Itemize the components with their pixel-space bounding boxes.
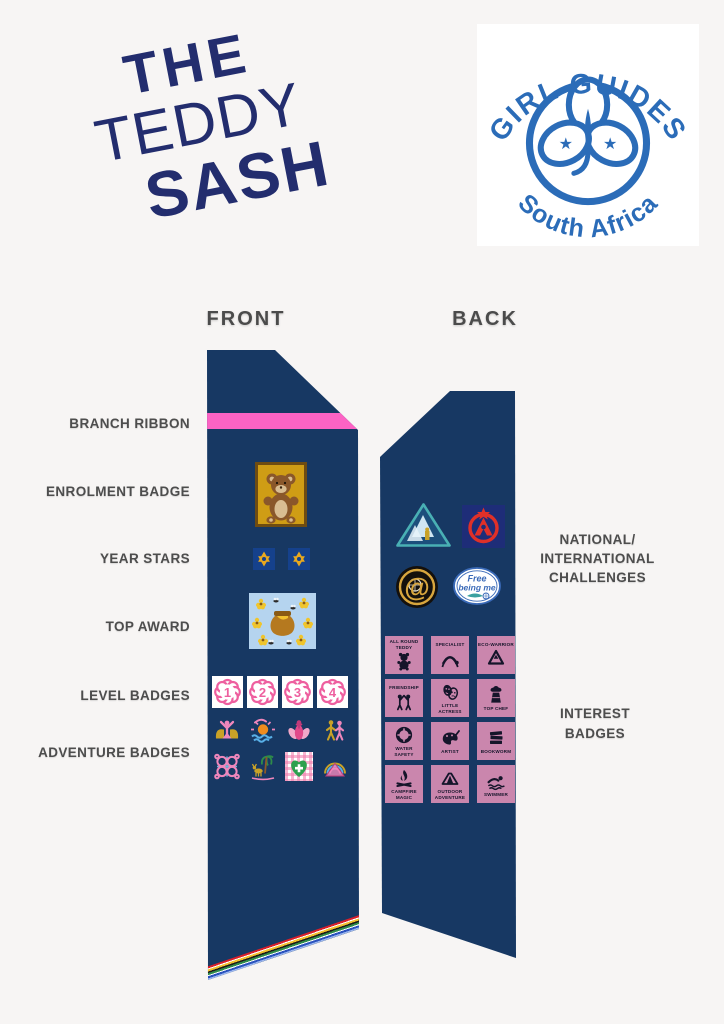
label-national-line2: INTERNATIONAL — [540, 551, 655, 566]
adventure-badges-row-2 — [213, 752, 349, 781]
rainbow-badge — [324, 762, 346, 777]
adventure-badges-row-1 — [213, 716, 349, 745]
back-header: BACK — [452, 308, 518, 330]
level-badge-3: 3 — [282, 676, 313, 708]
label-national-challenges: NATIONAL/ INTERNATIONAL CHALLENGES — [515, 530, 680, 587]
life-ring-icon — [395, 726, 413, 744]
free-being-me-line2: being me — [458, 583, 496, 593]
back-sash: @ Free being me ALL ROUND TEDDY — [380, 391, 516, 958]
interest-badge-friendship: FRIENDSHIP — [385, 679, 423, 717]
free-being-me-badge: Free being me — [453, 567, 501, 605]
interest-badge-swimmer: SWIMMER — [477, 765, 515, 803]
chef-icon — [490, 685, 502, 703]
front-sash: 1 2 3 — [207, 350, 359, 980]
at-symbol-badge: @ — [395, 565, 439, 609]
year-star-badge-1 — [253, 548, 275, 570]
level-number-1: 1 — [224, 685, 231, 700]
level-number-2: 2 — [259, 685, 266, 700]
sun-over-sea-badge — [251, 718, 275, 743]
swimmer-icon — [487, 775, 505, 790]
interest-badge-little-actress: LITTLE ACTRESS — [431, 679, 469, 717]
recycle-icon — [487, 650, 505, 665]
at-glyph: @ — [404, 572, 429, 602]
books-icon — [489, 730, 503, 744]
interest-badge-bookworm: BOOKWORM — [477, 722, 515, 760]
trefoil-star-right: ★ — [603, 135, 617, 153]
year-star-badge-2 — [288, 548, 310, 570]
high-five-icon — [396, 694, 412, 711]
front-sash-rainbow-trim — [207, 910, 359, 980]
interest-badge-water-safety: WATER SAFETY — [385, 722, 423, 760]
enrolment-teddy-badge — [255, 462, 307, 527]
label-interest-badges: INTEREST BADGES — [525, 704, 665, 744]
label-year-stars: YEAR STARS — [99, 551, 190, 566]
label-level-badges: LEVEL BADGES — [80, 688, 190, 703]
poster-title: THE TEDDY SASH — [49, 10, 349, 242]
palette-icon — [442, 729, 460, 745]
interest-badge-artist: ARTIST — [431, 722, 469, 760]
level-badge-1: 1 — [212, 676, 243, 708]
label-interest-line2: BADGES — [564, 726, 626, 741]
top-award-honey-badge — [249, 593, 316, 649]
honey-flowers — [252, 597, 313, 646]
teddy-bear-icon — [397, 652, 411, 671]
label-top-award: TOP AWARD — [105, 619, 190, 634]
walking-friends-badge — [325, 720, 345, 741]
label-branch-ribbon: BRANCH RIBBON — [69, 416, 190, 431]
red-emblem-badge — [462, 505, 505, 548]
front-header: FRONT — [206, 308, 286, 330]
free-being-me-line1: Free — [467, 574, 486, 584]
level-number-3: 3 — [294, 685, 301, 700]
interest-badge-specialist: SPECIALIST — [431, 636, 469, 674]
level-badges-row: 1 2 3 — [212, 676, 348, 708]
wagggs-trefoil-icon: ★ ★ GIRL GUIDES South Africa — [482, 67, 692, 244]
gymnast-icon — [441, 656, 459, 668]
level-badge-2: 2 — [247, 676, 278, 708]
interest-badges-grid: ALL ROUND TEDDY SPECIALIST ECO-WARRIOR — [385, 636, 515, 803]
interest-badge-eco-warrior: ECO-WARRIOR — [477, 636, 515, 674]
girl-guides-logo: ★ ★ GIRL GUIDES South Africa — [477, 24, 699, 246]
trefoil-star-left: ★ — [559, 135, 573, 153]
celtic-knot-badge — [214, 753, 240, 780]
wildlife-tree-badge — [251, 755, 275, 781]
label-national-line1: NATIONAL/ — [559, 532, 636, 547]
campfire-icon — [396, 770, 412, 787]
phoenix-wings-badge — [215, 720, 239, 739]
interest-badge-outdoor-adventure: OUTDOOR ADVENTURE — [431, 765, 469, 803]
level-number-4: 4 — [329, 685, 337, 700]
level-badge-4: 4 — [317, 676, 348, 708]
mountain-triangle-badge — [395, 502, 452, 548]
honey-bees — [268, 597, 296, 645]
interest-badge-top-chef: TOP CHEF — [477, 679, 515, 717]
label-national-line3: CHALLENGES — [548, 570, 646, 585]
lotus-badge — [288, 720, 310, 740]
first-aid-heart-badge — [285, 752, 313, 781]
label-enrolment-badge: ENROLMENT BADGE — [46, 484, 190, 499]
label-adventure-badges: ADVENTURE BADGES — [38, 745, 190, 760]
interest-badge-campfire-magic: CAMPFIRE MAGIC — [385, 765, 423, 803]
branch-ribbon — [207, 413, 359, 429]
label-interest-line1: INTEREST — [560, 706, 630, 721]
theatre-masks-icon — [443, 684, 459, 700]
interest-badge-all-round-teddy: ALL ROUND TEDDY — [385, 636, 423, 674]
tent-icon — [441, 772, 459, 785]
